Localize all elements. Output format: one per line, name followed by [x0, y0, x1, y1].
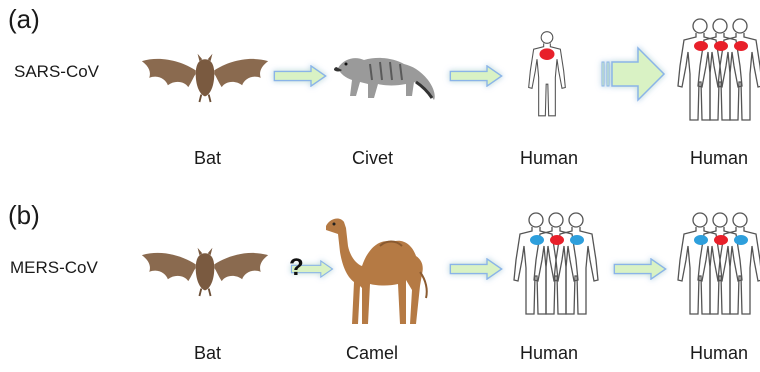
arrow-icon	[612, 258, 668, 280]
caption-human-a1: Human	[520, 148, 578, 169]
caption-civet: Civet	[352, 148, 393, 169]
virus-label-mers: MERS-CoV	[10, 258, 98, 278]
human-group-icon	[670, 206, 760, 328]
panel-label-b: (b)	[8, 200, 40, 231]
virus-label-sars: SARS-CoV	[14, 62, 99, 82]
caption-camel: Camel	[346, 343, 398, 364]
caption-bat-a: Bat	[194, 148, 221, 169]
panel-label-a: (a)	[8, 4, 40, 35]
caption-human-b1: Human	[520, 343, 578, 364]
question-mark: ?	[289, 254, 304, 282]
civet-icon	[330, 40, 440, 102]
big-arrow-icon	[598, 44, 668, 104]
human-group-icon	[506, 206, 606, 328]
camel-icon	[320, 206, 436, 328]
human-group-icon	[670, 12, 760, 134]
arrow-icon	[448, 65, 504, 87]
arrow-icon	[448, 258, 504, 280]
bat-icon	[140, 48, 270, 104]
human-icon	[522, 16, 572, 134]
bat-icon	[140, 242, 270, 298]
caption-bat-b: Bat	[194, 343, 221, 364]
caption-human-b2: Human	[690, 343, 748, 364]
caption-human-a2: Human	[690, 148, 748, 169]
arrow-icon	[272, 65, 328, 87]
